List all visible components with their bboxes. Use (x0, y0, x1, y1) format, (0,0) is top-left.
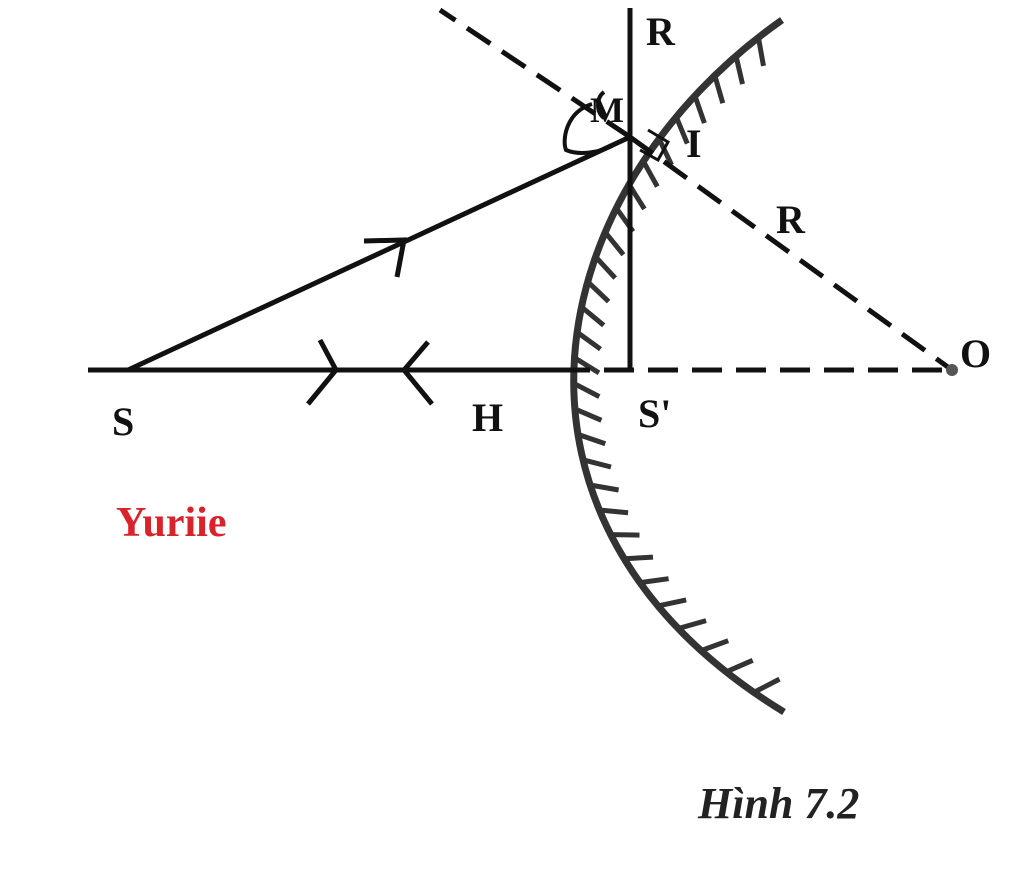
label-O: O (960, 331, 992, 376)
radius-IO-dashed (628, 134, 954, 373)
author-label: Yuriie (116, 500, 227, 546)
mirror-hatch-mark (677, 618, 707, 631)
mirror-hatch-mark (712, 74, 726, 104)
mirror-hatch-mark (573, 355, 601, 376)
mirror-hatch-mark (657, 597, 687, 609)
mirror-hatch-mark (572, 381, 601, 399)
right-angle-mark (639, 128, 671, 163)
figure-caption: Hình 7.2 (698, 779, 860, 828)
axis-arrow-left (400, 340, 434, 406)
mirror-hatch-mark (700, 638, 730, 653)
mirror-hatch-mark (692, 94, 707, 124)
mirror-hatch-mark (641, 160, 660, 188)
mirror-hatch-mark (733, 55, 745, 85)
mirror-hatch-mark (656, 137, 674, 166)
label-R-top: R (646, 9, 675, 54)
mirror-hatch-mark (579, 304, 606, 328)
incident-ray-arrow (363, 237, 408, 278)
mirror-hatching (572, 37, 781, 695)
mirror-hatch-mark (624, 554, 654, 562)
mirror-hatch-mark (639, 576, 669, 586)
angle-mark-M (562, 90, 613, 155)
mirror-hatch-mark (755, 37, 766, 67)
mirror-hatch-mark (577, 432, 607, 447)
mirror-hatch-mark (599, 507, 629, 516)
reflected-ray-dashed (438, 7, 632, 140)
mirror-hatch-mark (610, 532, 640, 538)
mirror-hatch-mark (752, 676, 781, 695)
mirror-hatch-mark (725, 658, 754, 675)
label-R-radius: R (776, 197, 805, 242)
mirror-arc (570, 17, 786, 715)
mirror-hatch-mark (575, 330, 602, 352)
mirror-hatch-mark (593, 255, 618, 280)
mirror-hatch-mark (585, 279, 611, 304)
label-S: S (112, 399, 135, 444)
label-H: H (472, 395, 504, 440)
label-S-prime: S' (638, 391, 672, 436)
mirror-hatch-mark (673, 116, 690, 145)
label-I: I (686, 121, 702, 166)
mirror-hatch-mark (573, 406, 603, 423)
label-M: M (590, 90, 624, 130)
mirror-hatch-mark (589, 482, 620, 493)
mirror-hatch-mark (603, 230, 626, 257)
mirror-hatch-mark (582, 457, 612, 470)
axis-arrow-right (306, 338, 339, 406)
incident-ray (126, 134, 632, 373)
center-point-O (946, 364, 958, 376)
